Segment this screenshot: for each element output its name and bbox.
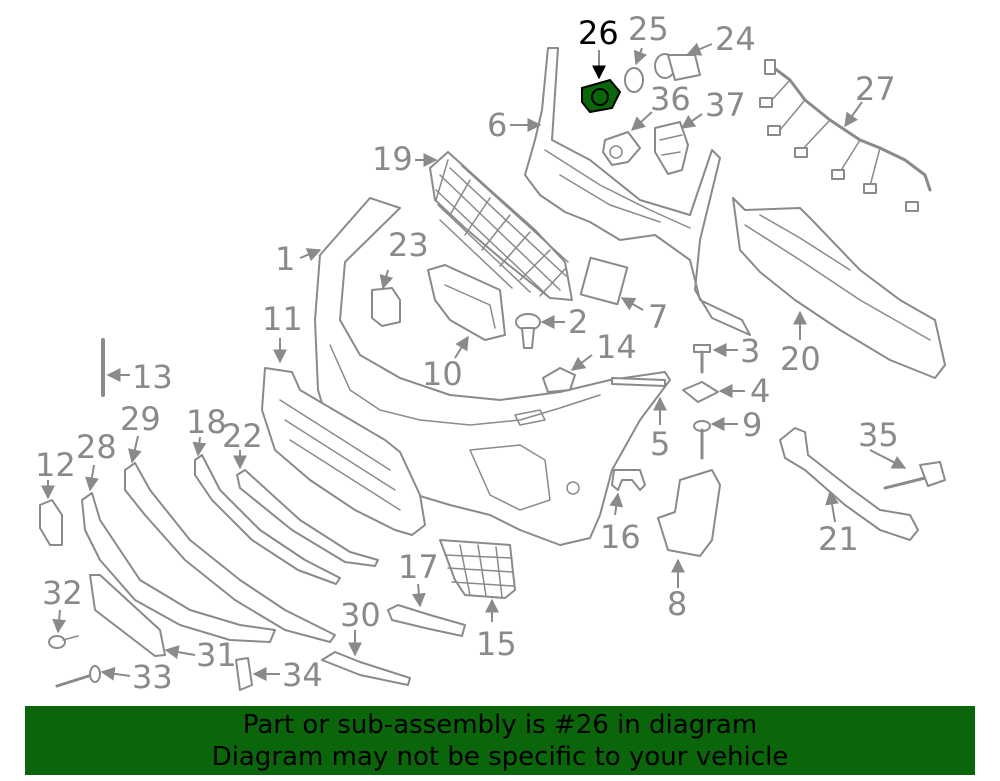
part-29-trim (124, 462, 336, 643)
part-22-strip (236, 469, 379, 567)
label-13: 13 (132, 358, 173, 396)
part-10-air-duct (427, 264, 506, 341)
part-17-trim (387, 604, 466, 637)
part-14-clip (542, 367, 576, 393)
label-35: 35 (858, 416, 899, 454)
part-19-grille (429, 151, 573, 301)
label-14: 14 (596, 328, 637, 366)
label-5: 5 (650, 425, 670, 463)
part-3-bolt (693, 344, 711, 374)
label-19: 19 (372, 140, 413, 178)
label-3: 3 (740, 332, 760, 370)
info-banner: Part or sub-assembly is #26 in diagram D… (25, 706, 975, 775)
part-9-bolt (693, 420, 711, 460)
part-36-sensor (602, 131, 641, 166)
label-32: 32 (42, 574, 83, 612)
label-34: 34 (282, 656, 323, 694)
label-26: 26 (578, 14, 619, 52)
label-36: 36 (650, 80, 691, 118)
label-1: 1 (275, 240, 295, 278)
label-21: 21 (818, 520, 859, 558)
label-11: 11 (262, 300, 303, 338)
part-5-strip (611, 377, 666, 387)
part-35-sensor (883, 461, 946, 490)
part-24-sensor (654, 53, 701, 81)
part-20-reinforcement (732, 197, 946, 379)
label-29: 29 (120, 400, 161, 438)
part-32-screw (48, 635, 79, 649)
label-6: 6 (487, 106, 507, 144)
label-25: 25 (628, 10, 669, 48)
label-18: 18 (186, 403, 227, 441)
part-8-bracket (657, 469, 721, 557)
label-22: 22 (222, 417, 263, 455)
part-21-bracket (779, 427, 919, 541)
part-11-lower-support (261, 367, 426, 536)
part-33-bolt (55, 665, 101, 688)
part-15-grille (439, 539, 516, 599)
label-8: 8 (667, 585, 687, 623)
part-23-bracket (371, 287, 401, 327)
label-12: 12 (35, 446, 76, 484)
label-15: 15 (476, 625, 517, 663)
part-25-ring (624, 67, 644, 93)
part-16-clip (611, 469, 646, 491)
part-27-wiring-harness (759, 59, 932, 212)
label-28: 28 (76, 428, 117, 466)
part-34-clip (235, 657, 253, 691)
part-12-bracket (39, 499, 63, 546)
label-16: 16 (600, 518, 641, 556)
part-37-bracket (654, 121, 689, 175)
label-23: 23 (388, 226, 429, 264)
label-37: 37 (705, 86, 746, 124)
label-27: 27 (855, 70, 896, 108)
banner-line-2: Diagram may not be specific to your vehi… (211, 742, 789, 772)
label-33: 33 (132, 658, 173, 696)
label-31: 31 (196, 636, 237, 674)
label-30: 30 (340, 596, 381, 634)
leader-lines (41, 42, 907, 681)
part-4-nut (682, 381, 719, 403)
banner-line-1: Part or sub-assembly is #26 in diagram (242, 710, 758, 740)
part-18-strip (194, 454, 341, 585)
part-labels: 26 25 24 6 36 37 27 19 23 1 2 7 11 10 14… (35, 10, 899, 696)
label-24: 24 (715, 20, 756, 58)
part-28-trim (81, 492, 276, 643)
label-9: 9 (742, 406, 762, 444)
label-4: 4 (750, 372, 770, 410)
part-7-pad (579, 256, 629, 306)
label-7: 7 (648, 298, 668, 336)
label-17: 17 (398, 548, 439, 586)
part-30-trim (321, 651, 411, 686)
part-6-upper-support (524, 47, 751, 336)
part-26-sensor-highlighted (581, 78, 622, 114)
label-2: 2 (568, 303, 588, 341)
label-10: 10 (422, 355, 463, 393)
label-20: 20 (780, 340, 821, 378)
part-2-clip (515, 313, 541, 349)
